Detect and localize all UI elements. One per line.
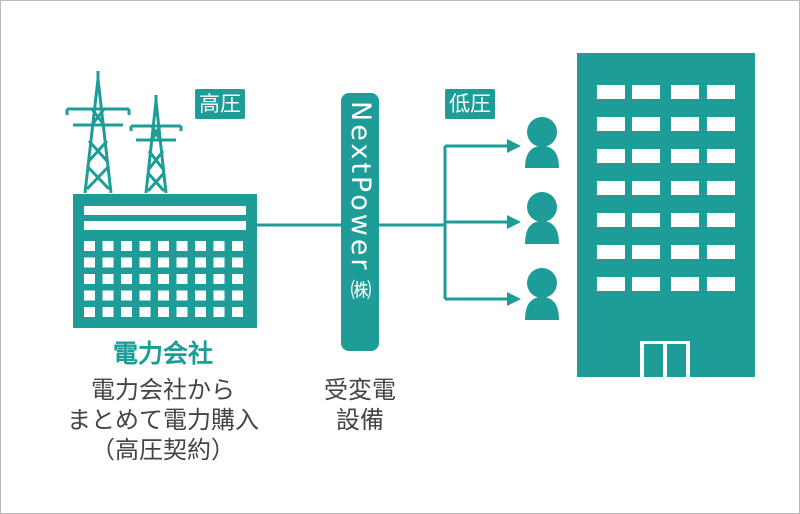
power-company-building-icon xyxy=(73,194,257,328)
factory-window xyxy=(139,290,151,301)
substation-line-1: 受変電 xyxy=(324,376,396,404)
factory-window xyxy=(232,274,243,284)
apartment-window xyxy=(671,277,699,291)
power-company-line-3: （高圧契約） xyxy=(91,436,235,464)
factory-window xyxy=(102,290,114,301)
factory-window xyxy=(139,307,151,317)
factory-window xyxy=(158,290,169,301)
apartment-window xyxy=(671,181,699,195)
factory-window xyxy=(176,307,188,317)
factory-window xyxy=(213,307,225,317)
apartment-window xyxy=(597,149,625,163)
apartment-window xyxy=(597,117,625,131)
factory-window xyxy=(195,274,206,284)
apartment-building-icon xyxy=(577,53,755,377)
factory-window xyxy=(84,257,95,268)
arrow-icon xyxy=(507,292,521,306)
transmission-tower-icon xyxy=(65,71,131,194)
apartment-window xyxy=(671,245,699,259)
apartment-window xyxy=(632,245,660,259)
power-company-title: 電力会社 xyxy=(112,339,213,368)
transmission-tower-icon xyxy=(129,95,183,194)
factory-window xyxy=(195,257,206,268)
factory-window xyxy=(84,307,95,317)
factory-window xyxy=(213,290,225,301)
factory-window xyxy=(158,257,169,268)
apartment-window xyxy=(597,181,625,195)
factory-window xyxy=(102,257,114,268)
apartment-window xyxy=(632,213,660,227)
factory-window xyxy=(232,241,243,251)
nextpower-label: NextPower ㈱ xyxy=(341,101,379,300)
factory-window xyxy=(84,274,95,284)
apartment-window xyxy=(597,213,625,227)
factory-window xyxy=(176,290,188,301)
apartment-window xyxy=(632,181,660,195)
apartment-window xyxy=(597,245,625,259)
power-company-line-1: 電力会社から xyxy=(91,376,235,404)
apartment-window xyxy=(671,117,699,131)
factory-window xyxy=(139,241,151,251)
factory-window xyxy=(121,307,132,317)
high-voltage-badge: 高圧 xyxy=(195,89,245,119)
apartment-window xyxy=(707,277,735,291)
factory-window xyxy=(158,307,169,317)
person-icon xyxy=(525,268,559,320)
apartment-window xyxy=(671,85,699,99)
factory-window xyxy=(158,241,169,251)
substation-line-2: 設備 xyxy=(336,406,384,434)
factory-window xyxy=(213,274,225,284)
apartment-window xyxy=(632,117,660,131)
factory-window xyxy=(139,257,151,268)
factory-window xyxy=(102,307,114,317)
factory-window xyxy=(139,274,151,284)
factory-window xyxy=(232,307,243,317)
person-icon xyxy=(525,192,559,244)
connection-lines xyxy=(257,144,509,301)
nextpower-bar: NextPower ㈱ xyxy=(341,93,379,351)
arrow-icon xyxy=(507,139,521,153)
low-voltage-badge: 低圧 xyxy=(445,89,495,119)
apartment-window xyxy=(632,277,660,291)
factory-window xyxy=(176,257,188,268)
factory-window xyxy=(158,274,169,284)
factory-window xyxy=(195,241,206,251)
factory-window xyxy=(176,274,188,284)
factory-window xyxy=(121,241,132,251)
corp-mark: ㈱ xyxy=(348,278,372,300)
factory-window xyxy=(102,274,114,284)
factory-window xyxy=(84,241,95,251)
arrow-icon xyxy=(507,215,521,229)
apartment-window xyxy=(707,117,735,131)
factory-window xyxy=(176,241,188,251)
factory-window xyxy=(232,257,243,268)
apartment-window xyxy=(707,245,735,259)
apartment-window xyxy=(671,213,699,227)
apartment-window xyxy=(671,149,699,163)
factory-window xyxy=(195,307,206,317)
factory-window xyxy=(121,274,132,284)
apartment-window xyxy=(632,149,660,163)
factory-window xyxy=(121,257,132,268)
factory-window xyxy=(121,290,132,301)
factory-window xyxy=(102,241,114,251)
apartment-window xyxy=(632,85,660,99)
apartment-window xyxy=(707,149,735,163)
factory-window xyxy=(232,290,243,301)
factory-window xyxy=(195,290,206,301)
apartment-window xyxy=(707,85,735,99)
apartment-window xyxy=(597,85,625,99)
apartment-window xyxy=(707,213,735,227)
apartment-window xyxy=(597,277,625,291)
power-company-line-2: まとめて電力購入 xyxy=(67,406,259,434)
person-icon xyxy=(525,117,559,168)
factory-window xyxy=(213,241,225,251)
apartment-window xyxy=(707,181,735,195)
factory-window xyxy=(213,257,225,268)
nextpower-name: NextPower xyxy=(345,101,376,273)
factory-window xyxy=(84,290,95,301)
